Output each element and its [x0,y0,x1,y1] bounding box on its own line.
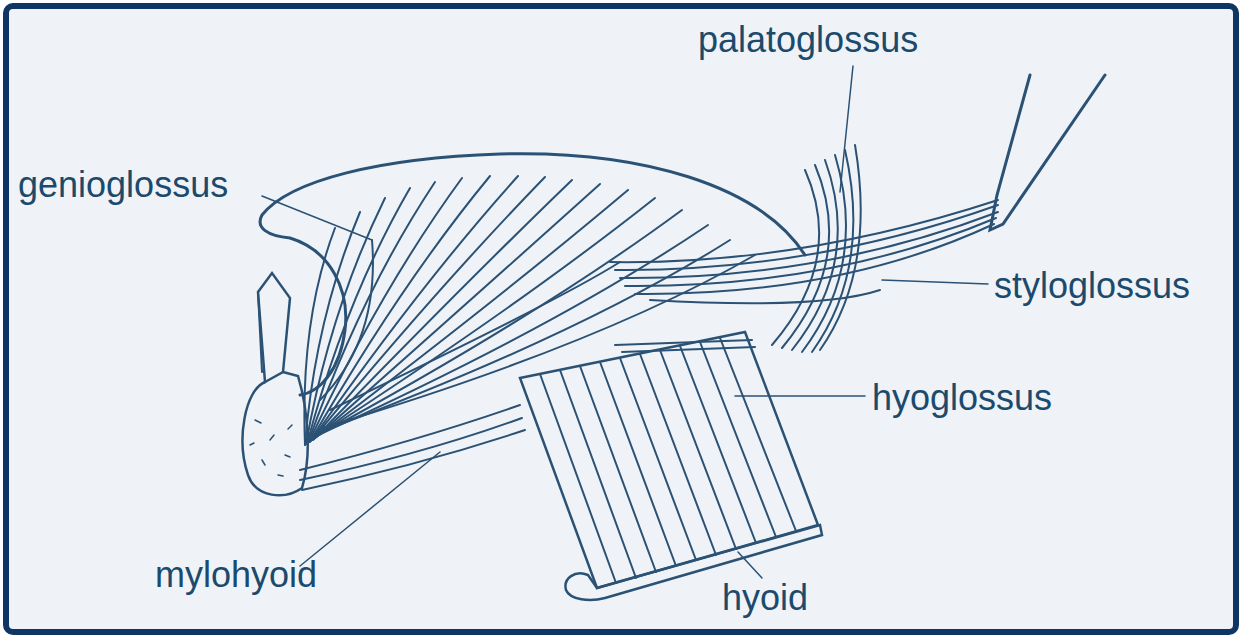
frame [3,3,1239,635]
part-label: hyoid [722,580,808,616]
part-label: palatoglossus [698,22,918,58]
part-label: hyoglossus [872,380,1052,416]
part-label: mylohyoid [155,557,317,593]
part-label: genioglossus [18,167,228,203]
part-label: styloglossus [994,268,1190,304]
